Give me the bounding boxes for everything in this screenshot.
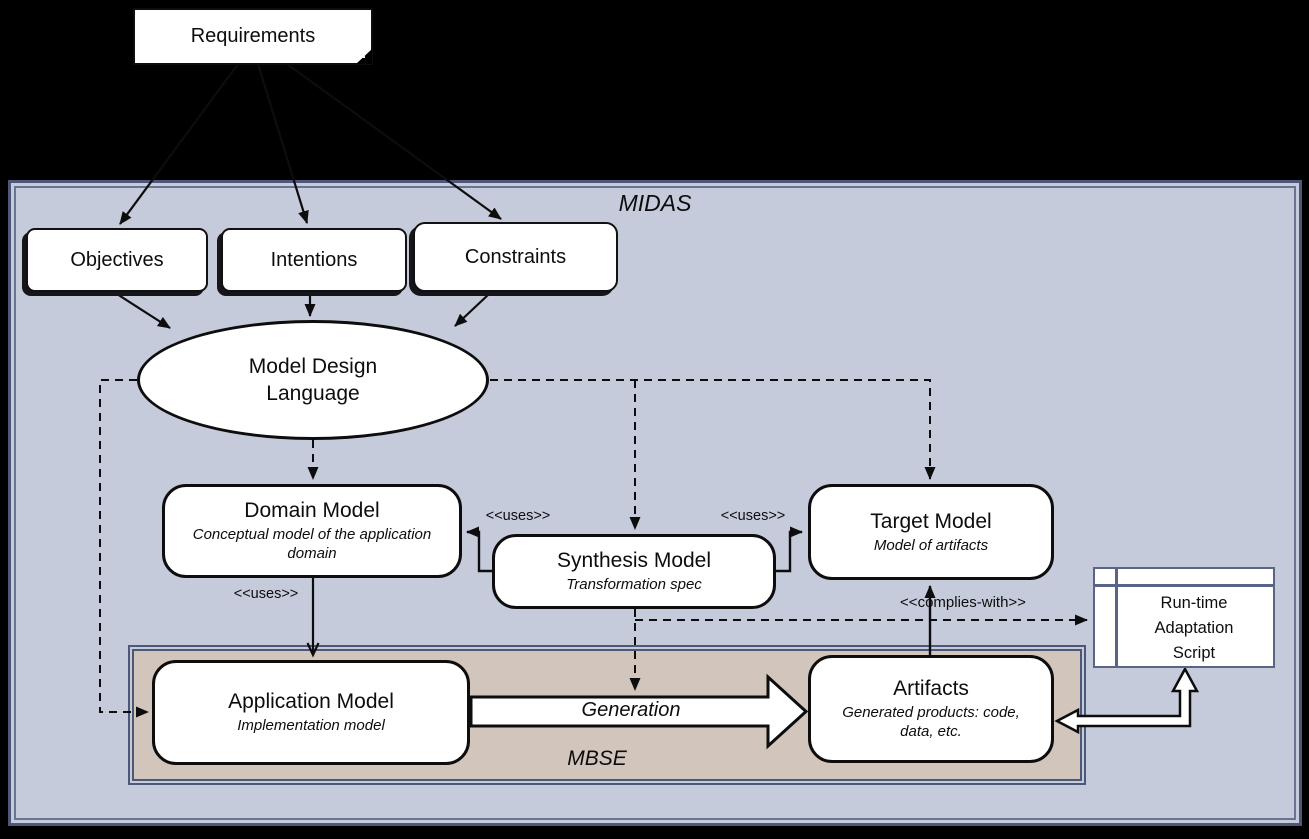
runtime-left-divider [1115,569,1118,666]
application-model-subtitle: Implementation model [237,717,385,735]
intentions-node: Intentions [221,228,407,292]
domain-model-node: Domain Model Conceptual model of the app… [162,484,462,578]
model-design-language-node: Model Design Language [137,320,489,440]
runtime-adaptation-script-node: Run-time Adaptation Script [1093,567,1275,668]
generation-block-arrow [469,673,809,750]
uses-label-synthesis-target: <<uses>> [720,508,786,524]
target-model-subtitle: Model of artifacts [873,536,989,554]
synthesis-uses-domain-arrow [466,526,493,573]
objectives-node: Objectives [26,228,208,292]
objectives-label: Objectives [70,248,164,271]
artifacts-subtitle: Generated products: code, data, etc. [842,704,1020,741]
mbse-panel-label: MBSE [567,747,627,770]
to-mdl-arrows [116,293,490,329]
application-model-node: Application Model Implementation model [152,660,470,765]
runtime-adaptation-script-label: Run-time Adaptation Script [1154,594,1234,662]
constraints-label: Constraints [464,245,567,268]
uses-label-synthesis-domain: <<uses>> [485,508,551,524]
synthesis-uses-target-arrow [775,526,803,573]
domain-model-title: Domain Model [244,499,380,523]
synthesis-model-subtitle: Transformation spec [566,576,702,594]
complies-with-edge-label: <<complies-with>> [900,594,1026,611]
model-design-language-label: Model Design Language [248,354,378,405]
uses-label-domain-application: <<uses>> [233,586,299,602]
runtime-artifacts-block-arrow [1054,666,1200,735]
intentions-label: Intentions [270,248,358,271]
domain-model-subtitle: Conceptual model of the application doma… [192,526,432,563]
artifacts-title: Artifacts [893,677,969,701]
page-fold-icon [356,49,372,64]
target-model-node: Target Model Model of artifacts [808,484,1054,580]
requirements-fanout-arrows [119,63,502,225]
application-model-title: Application Model [228,690,394,713]
synthesis-model-title: Synthesis Model [556,549,712,572]
dashed-arrows [99,379,1088,718]
constraints-node: Constraints [413,222,618,292]
generation-edge-label: Generation [581,699,681,721]
runtime-header-divider [1095,584,1273,587]
requirements-node: Requirements [133,8,373,65]
requirements-label: Requirements [190,25,316,47]
synthesis-model-node: Synthesis Model Transformation spec [492,534,776,609]
artifacts-node: Artifacts Generated products: code, data… [808,655,1054,763]
midas-panel-label: MIDAS [618,190,692,216]
target-model-title: Target Model [870,509,992,533]
